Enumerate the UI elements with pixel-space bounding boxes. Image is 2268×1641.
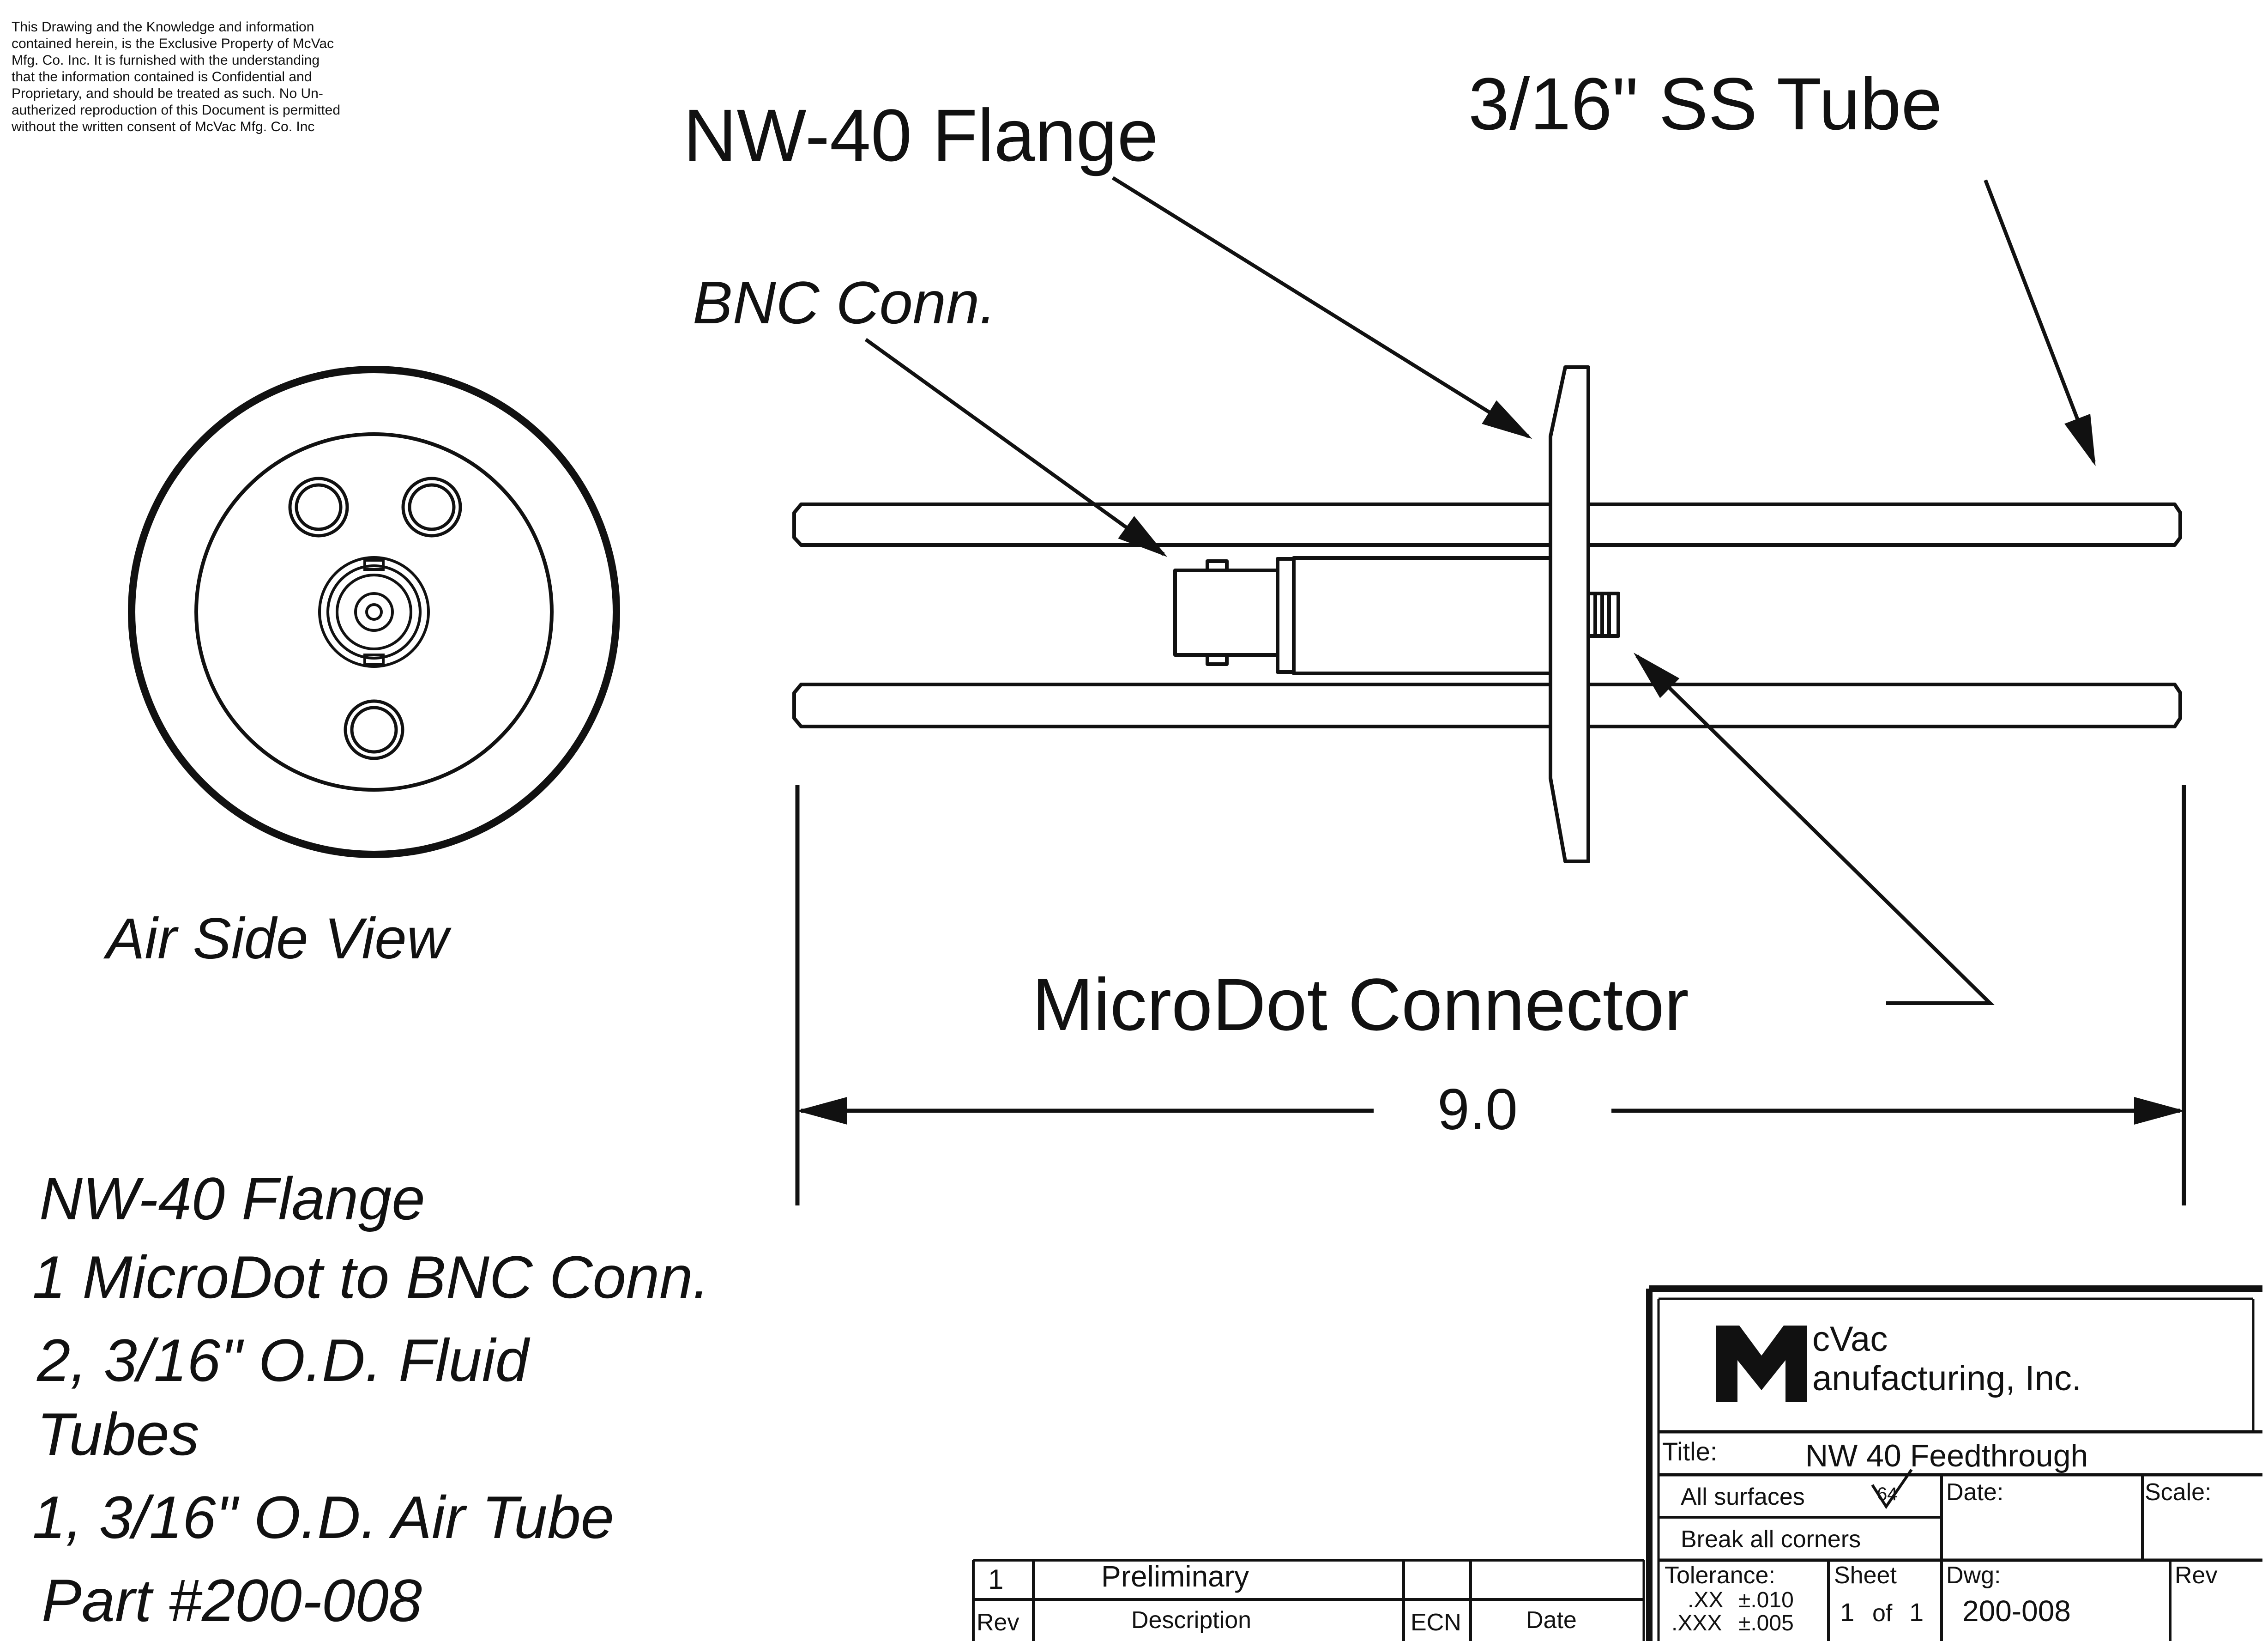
microdot-callout: MicroDot Connector: [1032, 963, 1689, 1046]
side-view: [792, 365, 2182, 863]
tube-port-top-right: [401, 477, 462, 538]
tube-port-bottom: [344, 699, 404, 760]
drawing-title: NW 40 Feedthrough: [1805, 1438, 2088, 1473]
bnc-leader: [864, 338, 1168, 557]
ss-tube-upper: [792, 503, 2182, 547]
ss-tube-lower: [792, 683, 2182, 728]
parts-list: NW-40 Flange 1 MicroDot to BNC Conn. 2, …: [32, 1165, 710, 1634]
dwg-label: Dwg:: [1946, 1562, 2001, 1589]
notice-line: Mfg. Co. Inc. It is furnished with the u…: [12, 53, 320, 68]
sheet-label: Sheet: [1834, 1562, 1897, 1589]
title-block: M cVac anufacturing, Inc. Title: NW 40 F…: [1642, 1285, 2262, 1641]
flange-inner-circle: [194, 432, 554, 792]
revision-block: 1 Preliminary Rev Description ECN Date: [972, 1559, 1644, 1641]
sheet-total: 1: [1909, 1598, 1924, 1627]
rev-header: Rev: [977, 1609, 1019, 1636]
air-side-view-label: Air Side View: [103, 907, 452, 971]
notice-line: This Drawing and the Knowledge and infor…: [12, 19, 314, 35]
tolerance-xxx: .XXX: [1671, 1611, 1722, 1635]
confidentiality-notice: This Drawing and the Knowledge and infor…: [11, 19, 340, 134]
notice-line: contained herein, is the Exclusive Prope…: [12, 36, 334, 51]
date-header: Date: [1526, 1607, 1577, 1634]
company-name-line1: cVac: [1812, 1320, 1888, 1359]
parts-list-item: Tubes: [37, 1400, 199, 1468]
tolerance-xx: .XX: [1688, 1588, 1723, 1612]
sheet-of: of: [1872, 1600, 1893, 1627]
flange-leader: [1111, 176, 1532, 439]
dwg-number: 200-008: [1962, 1594, 2071, 1628]
parts-list-item: Part #200-008: [42, 1567, 422, 1634]
leader-lines: [864, 176, 2096, 1005]
tolerance-label: Tolerance:: [1665, 1562, 1775, 1589]
bnc-port: [318, 556, 430, 668]
sheet-number: 1: [1840, 1598, 1854, 1627]
tolerance-xxx-value: ±.005: [1738, 1611, 1794, 1635]
notice-line: autherized reproduction of this Document…: [12, 103, 340, 118]
company-logo: M cVac anufacturing, Inc.: [1716, 1320, 2081, 1402]
bnc-callout: BNC Conn.: [693, 269, 996, 336]
microdot-leader: [1633, 652, 1995, 1005]
microdot-connector: [1586, 592, 1620, 638]
ecn-header: ECN: [1411, 1609, 1461, 1636]
surface-note: All surfaces: [1681, 1484, 1805, 1510]
corners-note: Break all corners: [1681, 1526, 1861, 1553]
nw40-flange: [1549, 365, 1590, 863]
overall-length-dimension: [795, 785, 2186, 1205]
rev-label: Rev: [2175, 1562, 2217, 1589]
scale-label: Scale:: [2145, 1479, 2212, 1506]
tube-callout: 3/16" SS Tube: [1468, 62, 1942, 145]
dimension-value: 9.0: [1437, 1078, 1518, 1142]
tube-leader: [1984, 179, 2096, 466]
notice-line: without the written consent of McVac Mfg…: [11, 119, 314, 134]
parts-list-item: 1, 3/16" O.D. Air Tube: [32, 1484, 614, 1551]
notice-line: that the information contained is Confid…: [12, 69, 312, 85]
bnc-connector: [1173, 556, 1552, 675]
air-side-view: [128, 366, 620, 858]
parts-list-item: 1 MicroDot to BNC Conn.: [32, 1243, 710, 1311]
surface-finish-symbol: 64: [1871, 1469, 1913, 1509]
company-name-line2: anufacturing, Inc.: [1812, 1359, 2081, 1398]
parts-list-item: NW-40 Flange: [39, 1165, 425, 1232]
tube-port-top-left: [288, 477, 349, 538]
notice-line: Proprietary, and should be treated as su…: [12, 86, 323, 101]
tolerance-xx-value: ±.010: [1738, 1588, 1794, 1612]
description-header: Description: [1131, 1607, 1251, 1634]
title-label: Title:: [1662, 1437, 1717, 1466]
revision-description: Preliminary: [1101, 1560, 1249, 1593]
date-label: Date:: [1946, 1479, 2003, 1506]
flange-outer-circle: [128, 366, 620, 858]
parts-list-item: 2, 3/16" O.D. Fluid: [36, 1326, 531, 1394]
flange-callout: NW-40 Flange: [683, 94, 1158, 176]
revision-number: 1: [988, 1564, 1003, 1595]
